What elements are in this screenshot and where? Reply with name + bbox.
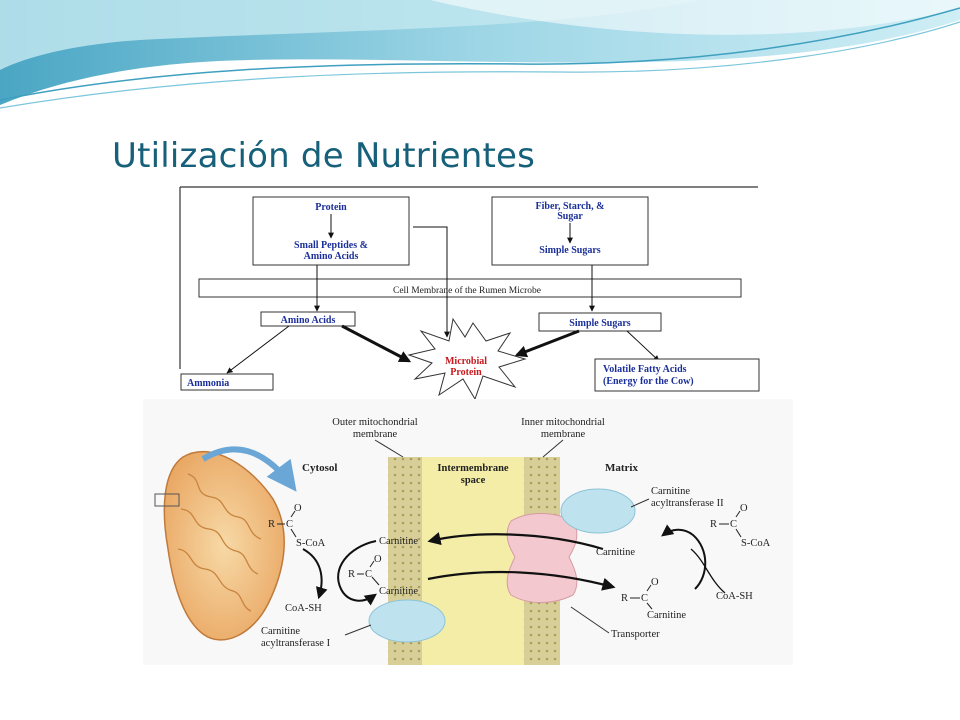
acyl-coa-left: R C O S-CoA: [268, 503, 326, 549]
matrix-label: Matrix: [605, 462, 638, 474]
carnitine-return-arrow: [427, 532, 604, 551]
ammonia-box: [180, 373, 274, 391]
outer-membrane-label-2: membrane: [353, 429, 398, 440]
transporter-pointer: [570, 606, 610, 634]
microbial-protein-label-1: Microbial: [445, 356, 487, 367]
vfa-box: [594, 358, 760, 392]
right-o: O: [740, 503, 748, 514]
amino-to-microbial-arrow: [341, 324, 412, 363]
right-c: C: [730, 519, 737, 530]
amino-acids-box: [260, 311, 356, 327]
mitochondrion-illustration: [154, 451, 285, 641]
inner-membrane-label-2: membrane: [541, 429, 586, 440]
amino-acids-label: Amino Acids: [281, 315, 336, 326]
left-scoa: S-CoA: [296, 538, 326, 549]
sugars-to-vfa-arrow: [626, 330, 660, 362]
carnitine-acyltransferase-ii-enzyme: [560, 488, 636, 534]
coa-sh-left-label: CoA-SH: [285, 603, 322, 614]
acylcarnitine-import-arrow: [427, 570, 616, 591]
banner-wave-highlight: [430, 0, 960, 35]
carnitine-shuttle-diagram: Outer mitochondrial membrane Inner mitoc…: [143, 399, 793, 665]
fiber-label-1: Fiber, Starch, &: [536, 201, 605, 212]
transporter-label: Transporter: [611, 629, 660, 640]
zoom-arrow: [201, 446, 297, 492]
microbial-protein-label-2: Protein: [450, 367, 482, 378]
carnitine-right-bottom-label: Carnitine: [647, 610, 686, 621]
left-cycle-arc-lower: [337, 540, 377, 606]
acyl-carnitine-right: R C O: [621, 577, 659, 610]
direct-to-microbial-arrow: [413, 226, 450, 338]
right-cycle-arc-to-coa: [690, 548, 726, 594]
cpt1-pointer: [344, 624, 372, 636]
vfa-label-1: Volatile Fatty Acids: [603, 364, 687, 375]
carnitine-left-bottom-label: Carnitine: [379, 586, 418, 597]
ammonia-label: Ammonia: [187, 378, 229, 389]
inner-membrane-label-1: Inner mitochondrial: [521, 417, 605, 428]
banner-wave-line-2: [0, 21, 960, 109]
slide-title: Utilización de Nutrientes: [112, 136, 536, 176]
sugars-to-microbial-arrow: [514, 329, 580, 358]
intermembrane-label-2: space: [461, 475, 486, 486]
cell-membrane-label: Cell Membrane of the Rumen Microbe: [393, 285, 541, 296]
outer-membrane-label-1: Outer mitochondrial: [332, 417, 418, 428]
simple-sugars-inner-box: [538, 312, 662, 332]
left-r: R: [268, 519, 275, 530]
small-peptides-label-1: Small Peptides &: [294, 240, 368, 251]
left-cycle-arc-upper: [302, 548, 328, 600]
right-r: R: [710, 519, 717, 530]
mid-o: O: [374, 554, 382, 565]
small-peptides-label-2: Amino Acids: [304, 251, 359, 262]
outer-membrane-pointer: [374, 439, 404, 458]
header-wave-banner: [0, 0, 960, 109]
transporter-protein: [506, 513, 578, 603]
coa-sh-right-label: CoA-SH: [716, 591, 753, 602]
right-scoa: S-CoA: [741, 538, 771, 549]
mid-r: R: [348, 569, 355, 580]
cpt2-label-1: Carnitine: [651, 486, 690, 497]
amino-to-ammonia-arrow: [226, 325, 290, 374]
simple-sugars-top-label: Simple Sugars: [539, 245, 601, 256]
carnitine-left-top-label: Carnitine: [379, 536, 418, 547]
cpt1-label-1: Carnitine: [261, 626, 300, 637]
simple-sugars-inner-label: Simple Sugars: [569, 318, 631, 329]
left-o: O: [294, 503, 302, 514]
carnitine-right-top-label: Carnitine: [596, 547, 635, 558]
carnitine-acyltransferase-i-enzyme: [368, 599, 446, 643]
right-cycle-arc: [661, 524, 707, 590]
vfa-label-2: (Energy for the Cow): [603, 376, 694, 387]
acyl-carnitine-left: R C O: [348, 554, 382, 586]
mr-o: O: [651, 577, 659, 588]
intermembrane-label-1: Intermembrane: [437, 463, 508, 474]
cytosol-label: Cytosol: [302, 462, 337, 474]
cell-membrane-bar: [198, 278, 742, 298]
mr-c: C: [641, 593, 648, 604]
rumen-nutrient-diagram: Protein Small Peptides & Amino Acids Fib…: [177, 183, 761, 399]
mr-r: R: [621, 593, 628, 604]
fiber-label-2: Sugar: [557, 211, 583, 222]
cpt1-label-2: acyltransferase I: [261, 638, 331, 649]
left-c: C: [286, 519, 293, 530]
banner-wave-line-1: [0, 7, 960, 101]
cpt2-label-2: acyltransferase II: [651, 498, 724, 509]
protein-label: Protein: [315, 202, 347, 213]
inner-membrane-pointer: [542, 439, 564, 458]
mid-c: C: [365, 569, 372, 580]
acyl-coa-right: R C O S-CoA: [710, 503, 771, 549]
microbial-protein-starburst: [407, 317, 527, 399]
cpt2-pointer: [630, 498, 650, 508]
